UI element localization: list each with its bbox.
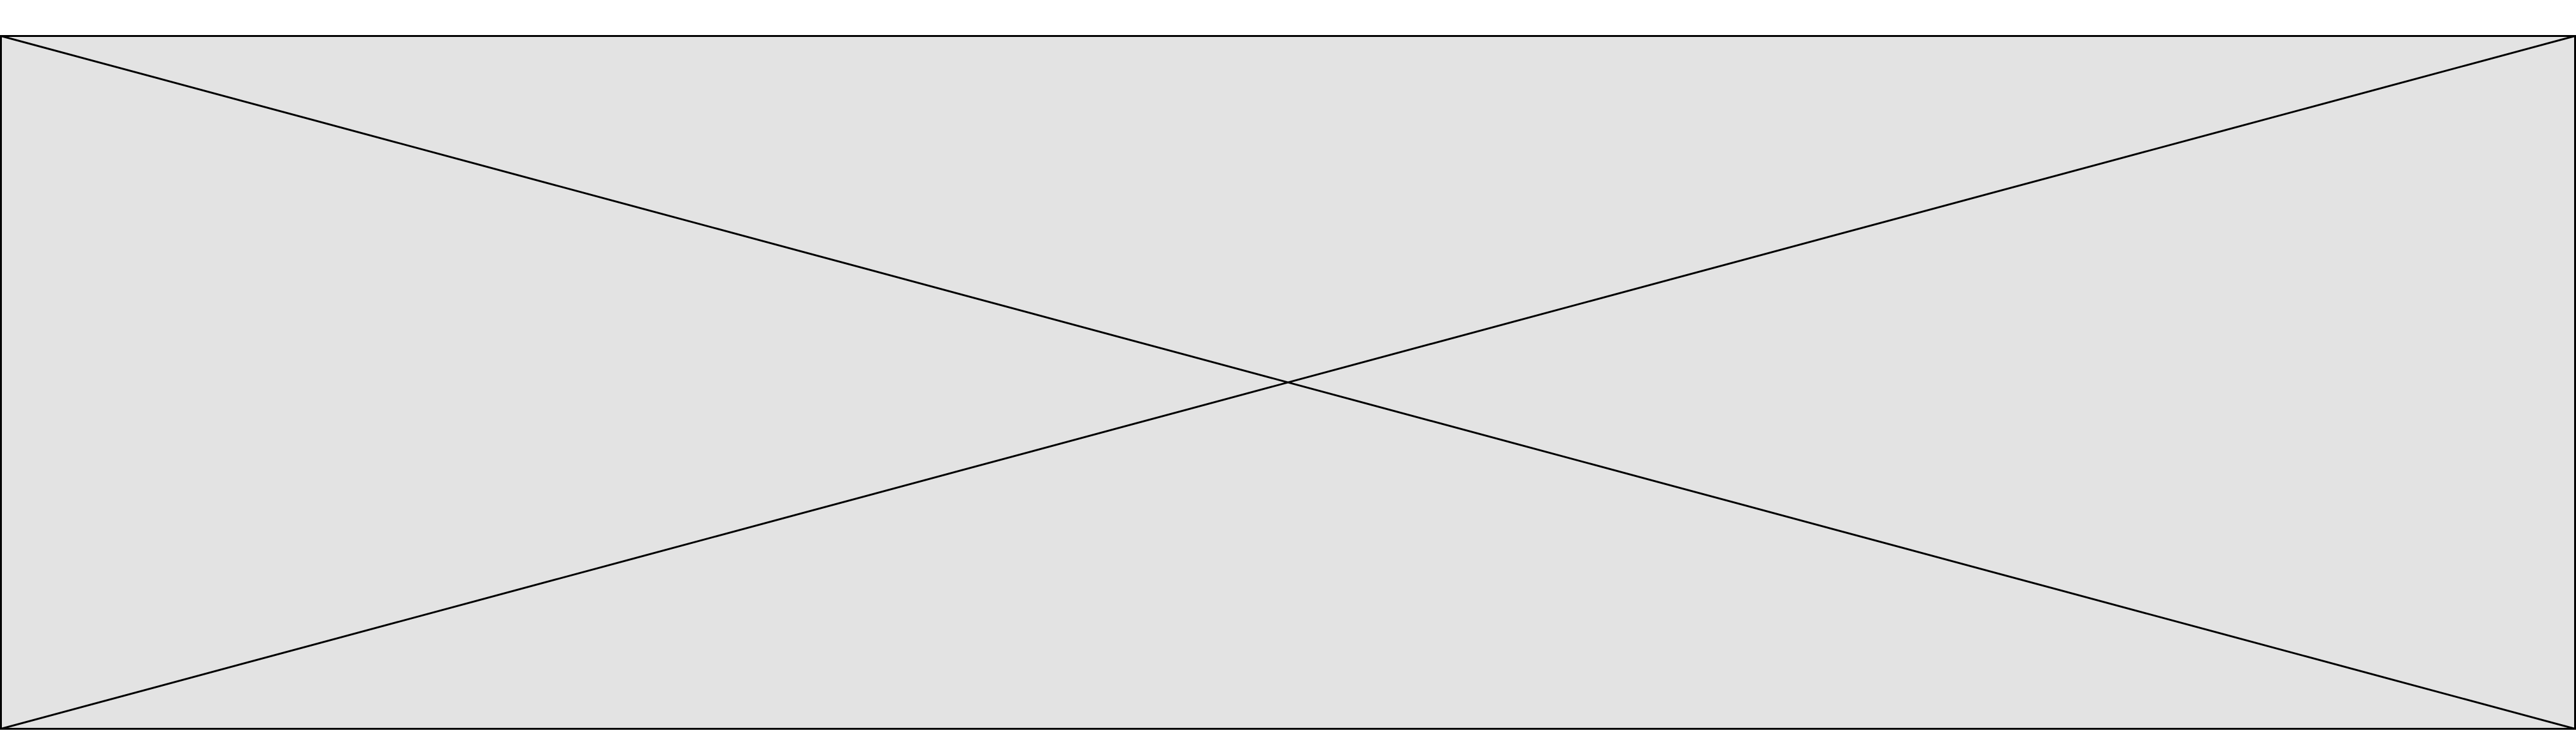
broken-image-cross-icon — [0, 35, 2576, 730]
placeholder-diagonal-line — [1, 35, 2575, 730]
image-placeholder — [0, 35, 2576, 730]
